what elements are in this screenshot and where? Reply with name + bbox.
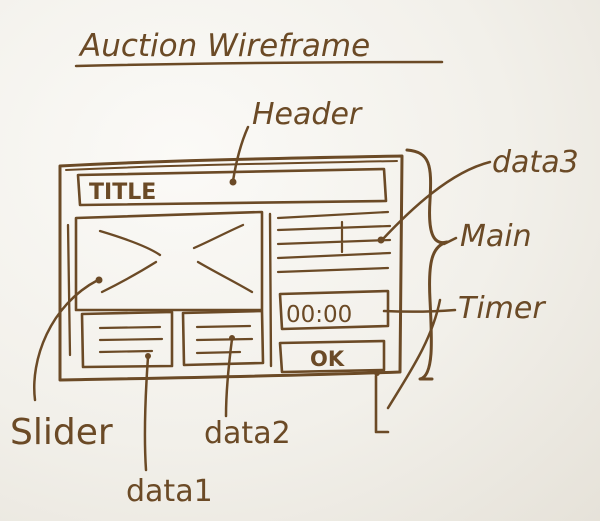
label-slider: Slider xyxy=(10,412,113,453)
wireframe-outer-frame xyxy=(58,154,404,382)
title-bar-text: TITLE xyxy=(89,180,156,205)
data1-box xyxy=(80,310,174,369)
label-header: Header xyxy=(252,97,363,132)
data2-box xyxy=(181,309,265,367)
data2-box-lines xyxy=(195,324,254,355)
main-pointer xyxy=(442,236,458,246)
sketch-title: Auction Wireframe xyxy=(78,28,370,64)
timer-box xyxy=(278,289,390,331)
right-column-divider xyxy=(268,212,273,368)
title-underline xyxy=(74,60,444,68)
data1-box-lines xyxy=(98,325,164,354)
header-pointer-dot xyxy=(229,178,237,186)
label-timer: Timer xyxy=(458,291,546,326)
label-data3: data3 xyxy=(492,145,579,180)
ok-pointer-dot xyxy=(374,370,380,376)
data3-box-lines xyxy=(276,210,392,274)
timer-pointer xyxy=(382,308,457,313)
wireframe-outer-frame-double xyxy=(65,160,398,171)
slider-pointer-dot xyxy=(95,276,103,284)
slider-box xyxy=(74,210,264,312)
title-bar-box xyxy=(76,167,388,207)
header-pointer xyxy=(231,125,250,183)
label-main: Main xyxy=(460,219,532,254)
slider-box-cross xyxy=(98,223,254,294)
data3-pointer xyxy=(380,160,492,242)
data1-pointer xyxy=(143,355,150,472)
label-data1: data1 xyxy=(126,474,213,509)
label-data2: data2 xyxy=(204,416,291,451)
timer-secondary-pointer xyxy=(386,298,442,410)
ok-button-text: OK xyxy=(310,347,345,371)
frame-left-inner-line xyxy=(66,223,72,357)
data2-pointer xyxy=(224,337,234,418)
timer-value: 00:00 xyxy=(286,302,352,328)
ok-button-box xyxy=(278,339,386,374)
slider-pointer xyxy=(33,278,100,402)
ok-pointer-line xyxy=(374,374,390,434)
main-bracket xyxy=(405,148,449,381)
